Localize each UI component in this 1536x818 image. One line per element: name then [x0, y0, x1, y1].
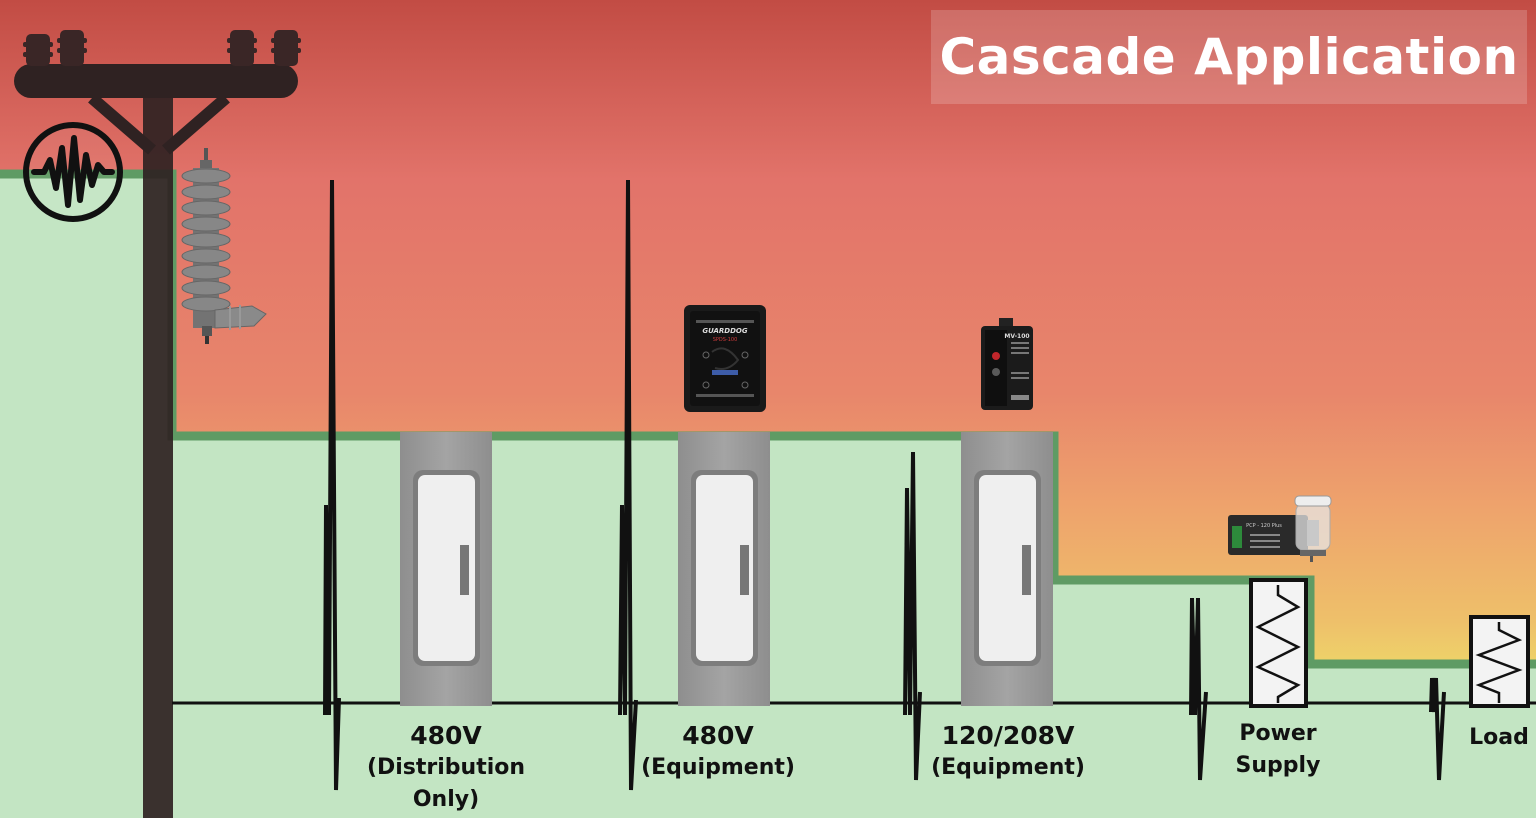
surge-spike-1 — [323, 179, 341, 791]
stage-voltage-1: 480V — [410, 721, 482, 750]
electrical-panel-2 — [678, 432, 770, 706]
resistor-icon — [1249, 578, 1308, 708]
stage-name-4b: Supply — [1235, 753, 1321, 778]
stage-label-4: Power Supply — [1218, 718, 1338, 782]
utility-pole-icon — [14, 30, 301, 818]
stage-voltage-2: 480V — [682, 721, 754, 750]
electrical-panel-3 — [961, 432, 1053, 706]
surge-arrester-icon — [181, 148, 267, 344]
waveform-circle-icon — [23, 122, 123, 222]
surge-spike-4 — [1189, 597, 1208, 781]
mv-100-spd-device: MV-100 — [981, 318, 1033, 410]
stage-voltage-3: 120/208V — [941, 721, 1075, 750]
resistor-icon — [1469, 615, 1530, 708]
stage-desc-2: (Equipment) — [641, 755, 795, 780]
surge-spike-3 — [903, 451, 922, 781]
surge-spike-2 — [618, 179, 638, 791]
guarddog-spd-device: GUARDDOG SPDS-100 — [684, 305, 766, 412]
stage-label-2: 480V (Equipment) — [628, 720, 808, 784]
title-banner: Cascade Application — [931, 10, 1527, 104]
page-title: Cascade Application — [939, 28, 1519, 86]
stage-label-5: Load — [1462, 722, 1536, 754]
mv100-model-label: MV-100 — [1004, 333, 1029, 340]
stage-label-3: 120/208V (Equipment) — [918, 720, 1098, 784]
stage-desc-3: (Equipment) — [931, 755, 1085, 780]
electrical-panel-1 — [400, 432, 492, 706]
stage-name-5: Load — [1469, 725, 1529, 750]
guarddog-model-label: SPDS-100 — [713, 337, 738, 343]
pcp-model-label: PCP - 120 Plus — [1246, 523, 1282, 529]
stage-label-1: 480V (Distribution Only) — [330, 720, 562, 816]
guarddog-brand-label: GUARDDOG — [702, 327, 747, 335]
stage-desc-1: (Distribution Only) — [366, 755, 526, 812]
stage-name-4a: Power — [1239, 721, 1317, 746]
pcp-120-plus-device: PCP - 120 Plus — [1228, 495, 1332, 562]
surge-spike-5 — [1429, 677, 1446, 781]
